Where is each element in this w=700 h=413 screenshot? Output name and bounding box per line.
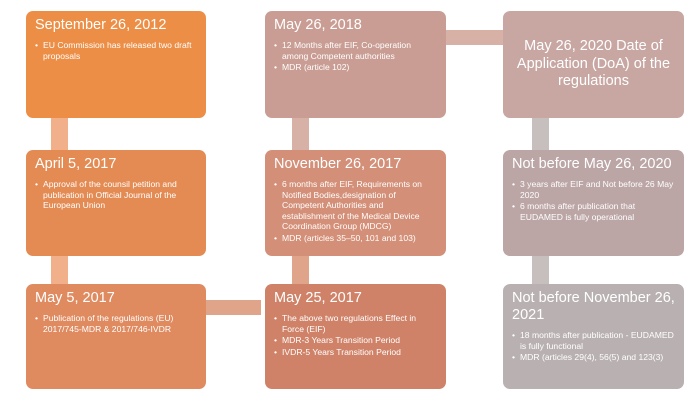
milestone-bullet: MDR (articles 29(4), 56(5) and 123(3) [512,352,676,363]
milestone-bullet: 18 months after publication - EUDAMED is… [512,330,676,351]
milestone-bullet: The above two regulations Effect in Forc… [274,313,438,334]
milestone-may2017: May 5, 2017 Publication of the regulatio… [26,284,206,389]
milestone-bullet: EU Commission has released two draft pro… [35,40,198,61]
milestone-bullet: Publication of the regulations (EU) 2017… [35,313,198,334]
milestone-bullet: MDR (articles 35–50, 101 and 103) [274,233,438,244]
milestone-bullet: 6 months after EIF, Requirements on Noti… [274,179,438,232]
milestone-title: Not before November 26, 2021 [512,290,675,323]
milestone-bullet: MDR (article 102) [274,62,438,73]
milestone-may2020: Not before May 26, 2020 3 years after EI… [503,150,684,256]
milestone-bullet: IVDR-5 Years Transition Period [274,347,438,358]
milestone-bullet: 3 years after EIF and Not before 26 May … [512,179,676,200]
milestone-title: Not before May 26, 2020 [512,156,672,172]
connector-doa2020-may2020 [532,118,549,152]
milestone-title: May 25, 2017 [274,290,362,306]
connector-may2018-nov2017 [292,118,309,152]
milestone-title: May 26, 2018 [274,17,362,33]
milestone-sep2012: September 26, 2012 EU Commission has rel… [26,11,206,118]
milestone-doa2020: May 26, 2020 Date of Application (DoA) o… [503,11,684,118]
connector-may2017-may2017b [205,300,261,315]
connector-nov2017-may2017b [292,255,309,285]
milestone-bullet: Approval of the counsil petition and pub… [35,179,198,211]
milestone-apr2017: April 5, 2017 Approval of the counsil pe… [26,150,206,256]
connector-apr2017-may2017 [51,255,68,285]
milestone-title: November 26, 2017 [274,156,402,172]
milestone-may2017b: May 25, 2017 The above two regulations E… [265,284,446,389]
milestone-title: September 26, 2012 [35,17,167,33]
milestone-nov2017: November 26, 2017 6 months after EIF, Re… [265,150,446,256]
milestone-nov2021: Not before November 26, 2021 18 months a… [503,284,684,389]
milestone-title: May 26, 2020 Date of Application (DoA) o… [516,38,671,90]
milestone-may2018: May 26, 2018 12 Months after EIF, Co-ope… [265,11,446,118]
connector-may2020-nov2021 [532,255,549,285]
milestone-bullet: 12 Months after EIF, Co-operation among … [274,40,438,61]
connector-may2018-doa2020 [446,30,503,45]
connector-sep2012-apr2017 [51,118,68,152]
milestone-bullet: MDR-3 Years Transition Period [274,335,438,346]
milestone-title: May 5, 2017 [35,290,115,306]
milestone-title: April 5, 2017 [35,156,117,172]
milestone-bullet: 6 months after publication that EUDAMED … [512,201,676,222]
